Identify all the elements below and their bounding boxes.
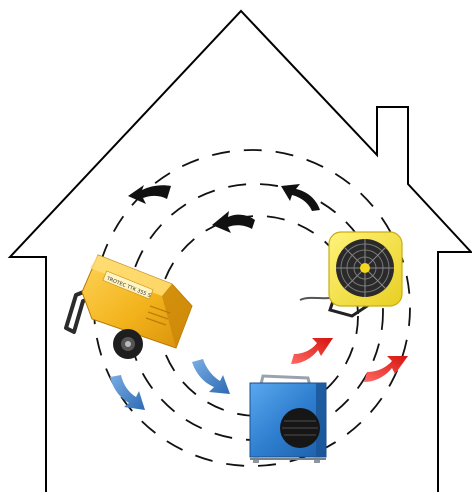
- arrow-blue-center: [192, 359, 230, 394]
- arrow-red-left: [291, 338, 333, 364]
- red-airflow-arrows: [291, 338, 408, 382]
- fan-hub: [360, 263, 370, 273]
- arrow-blue-left: [110, 375, 145, 410]
- dark-airflow-arrows: [128, 184, 320, 233]
- arrow-red-right: [364, 356, 408, 382]
- heater-icon: [250, 376, 326, 463]
- dehumidifier-icon: TROTEC TTK 355 S: [66, 255, 192, 359]
- blue-airflow-arrows: [110, 359, 230, 410]
- fan-icon: [300, 232, 402, 316]
- arrow-dark-right: [281, 184, 320, 211]
- arrow-dark-center: [212, 211, 255, 233]
